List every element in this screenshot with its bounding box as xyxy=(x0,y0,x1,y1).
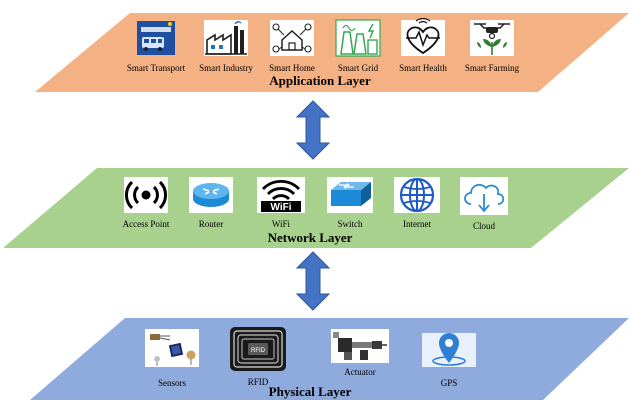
rfid-chip-icon: RFID xyxy=(230,327,286,371)
heartbeat-icon xyxy=(401,17,445,56)
app-item-label: Smart Grid xyxy=(337,63,379,73)
physical-layer-title: Physical Layer xyxy=(268,384,352,399)
app-item-label: Smart Industry xyxy=(199,63,253,73)
app-item-label: Smart Health xyxy=(399,63,447,73)
gps-pin-icon xyxy=(422,333,476,367)
network-physical-arrow xyxy=(295,251,331,311)
network-layer-title: Network Layer xyxy=(267,230,353,245)
sensors-icon xyxy=(145,329,199,367)
net-item-label: WiFi xyxy=(271,219,291,229)
smart-home-icon xyxy=(270,20,314,56)
net-item-label: Internet xyxy=(403,219,431,229)
phy-item-label: Actuator xyxy=(344,367,376,377)
net-item-access-point: Access Point xyxy=(114,176,178,230)
net-item-internet: Internet xyxy=(388,176,446,230)
switch-icon xyxy=(327,177,373,213)
bus-map-icon xyxy=(137,21,175,55)
phy-item-actuator: Actuator xyxy=(329,328,391,378)
app-item-smart-farming: Smart Farming xyxy=(456,18,528,74)
factory-icon xyxy=(204,20,248,56)
power-plant-icon xyxy=(335,19,381,57)
net-item-wifi: WiFi WiFi xyxy=(252,176,310,230)
phy-item-label: Sensors xyxy=(157,378,186,388)
net-item-label: Access Point xyxy=(122,219,170,229)
app-item-smart-transport: Smart Transport xyxy=(119,18,193,74)
app-item-smart-industry: Smart Industry xyxy=(191,18,261,74)
router-icon xyxy=(189,177,233,213)
rfid-badge-text: RFID xyxy=(251,348,266,354)
app-network-arrow xyxy=(295,100,331,160)
globe-icon xyxy=(394,177,440,213)
app-item-label: Smart Home xyxy=(269,63,315,73)
phy-item-label: RFID xyxy=(247,377,269,387)
app-item-smart-grid: Smart Grid xyxy=(327,18,389,74)
app-item-label: Smart Farming xyxy=(464,63,520,73)
wifi-icon: WiFi xyxy=(257,177,305,213)
phy-item-label: GPS xyxy=(440,378,458,388)
actuator-icon xyxy=(331,329,389,363)
application-layer-title: Application Layer xyxy=(269,73,371,88)
net-item-label: Switch xyxy=(337,219,363,229)
net-item-switch: Switch xyxy=(321,176,379,230)
app-item-label: Smart Transport xyxy=(126,63,186,73)
net-item-label: Cloud xyxy=(472,221,495,231)
phy-item-gps: GPS xyxy=(420,332,478,389)
net-item-label: Router xyxy=(198,219,224,229)
cloud-download-icon xyxy=(460,177,508,215)
net-item-cloud: Cloud xyxy=(456,176,512,232)
app-item-smart-health: Smart Health xyxy=(387,17,459,74)
drone-plant-icon xyxy=(470,20,514,56)
phy-item-sensors: Sensors xyxy=(139,328,205,389)
phy-item-rfid: RFID RFID xyxy=(228,326,288,388)
wifi-badge-text: WiFi xyxy=(270,202,291,213)
app-item-smart-home: Smart Home xyxy=(259,18,325,74)
net-item-router: Router xyxy=(182,176,240,230)
broadcast-icon xyxy=(124,177,168,213)
